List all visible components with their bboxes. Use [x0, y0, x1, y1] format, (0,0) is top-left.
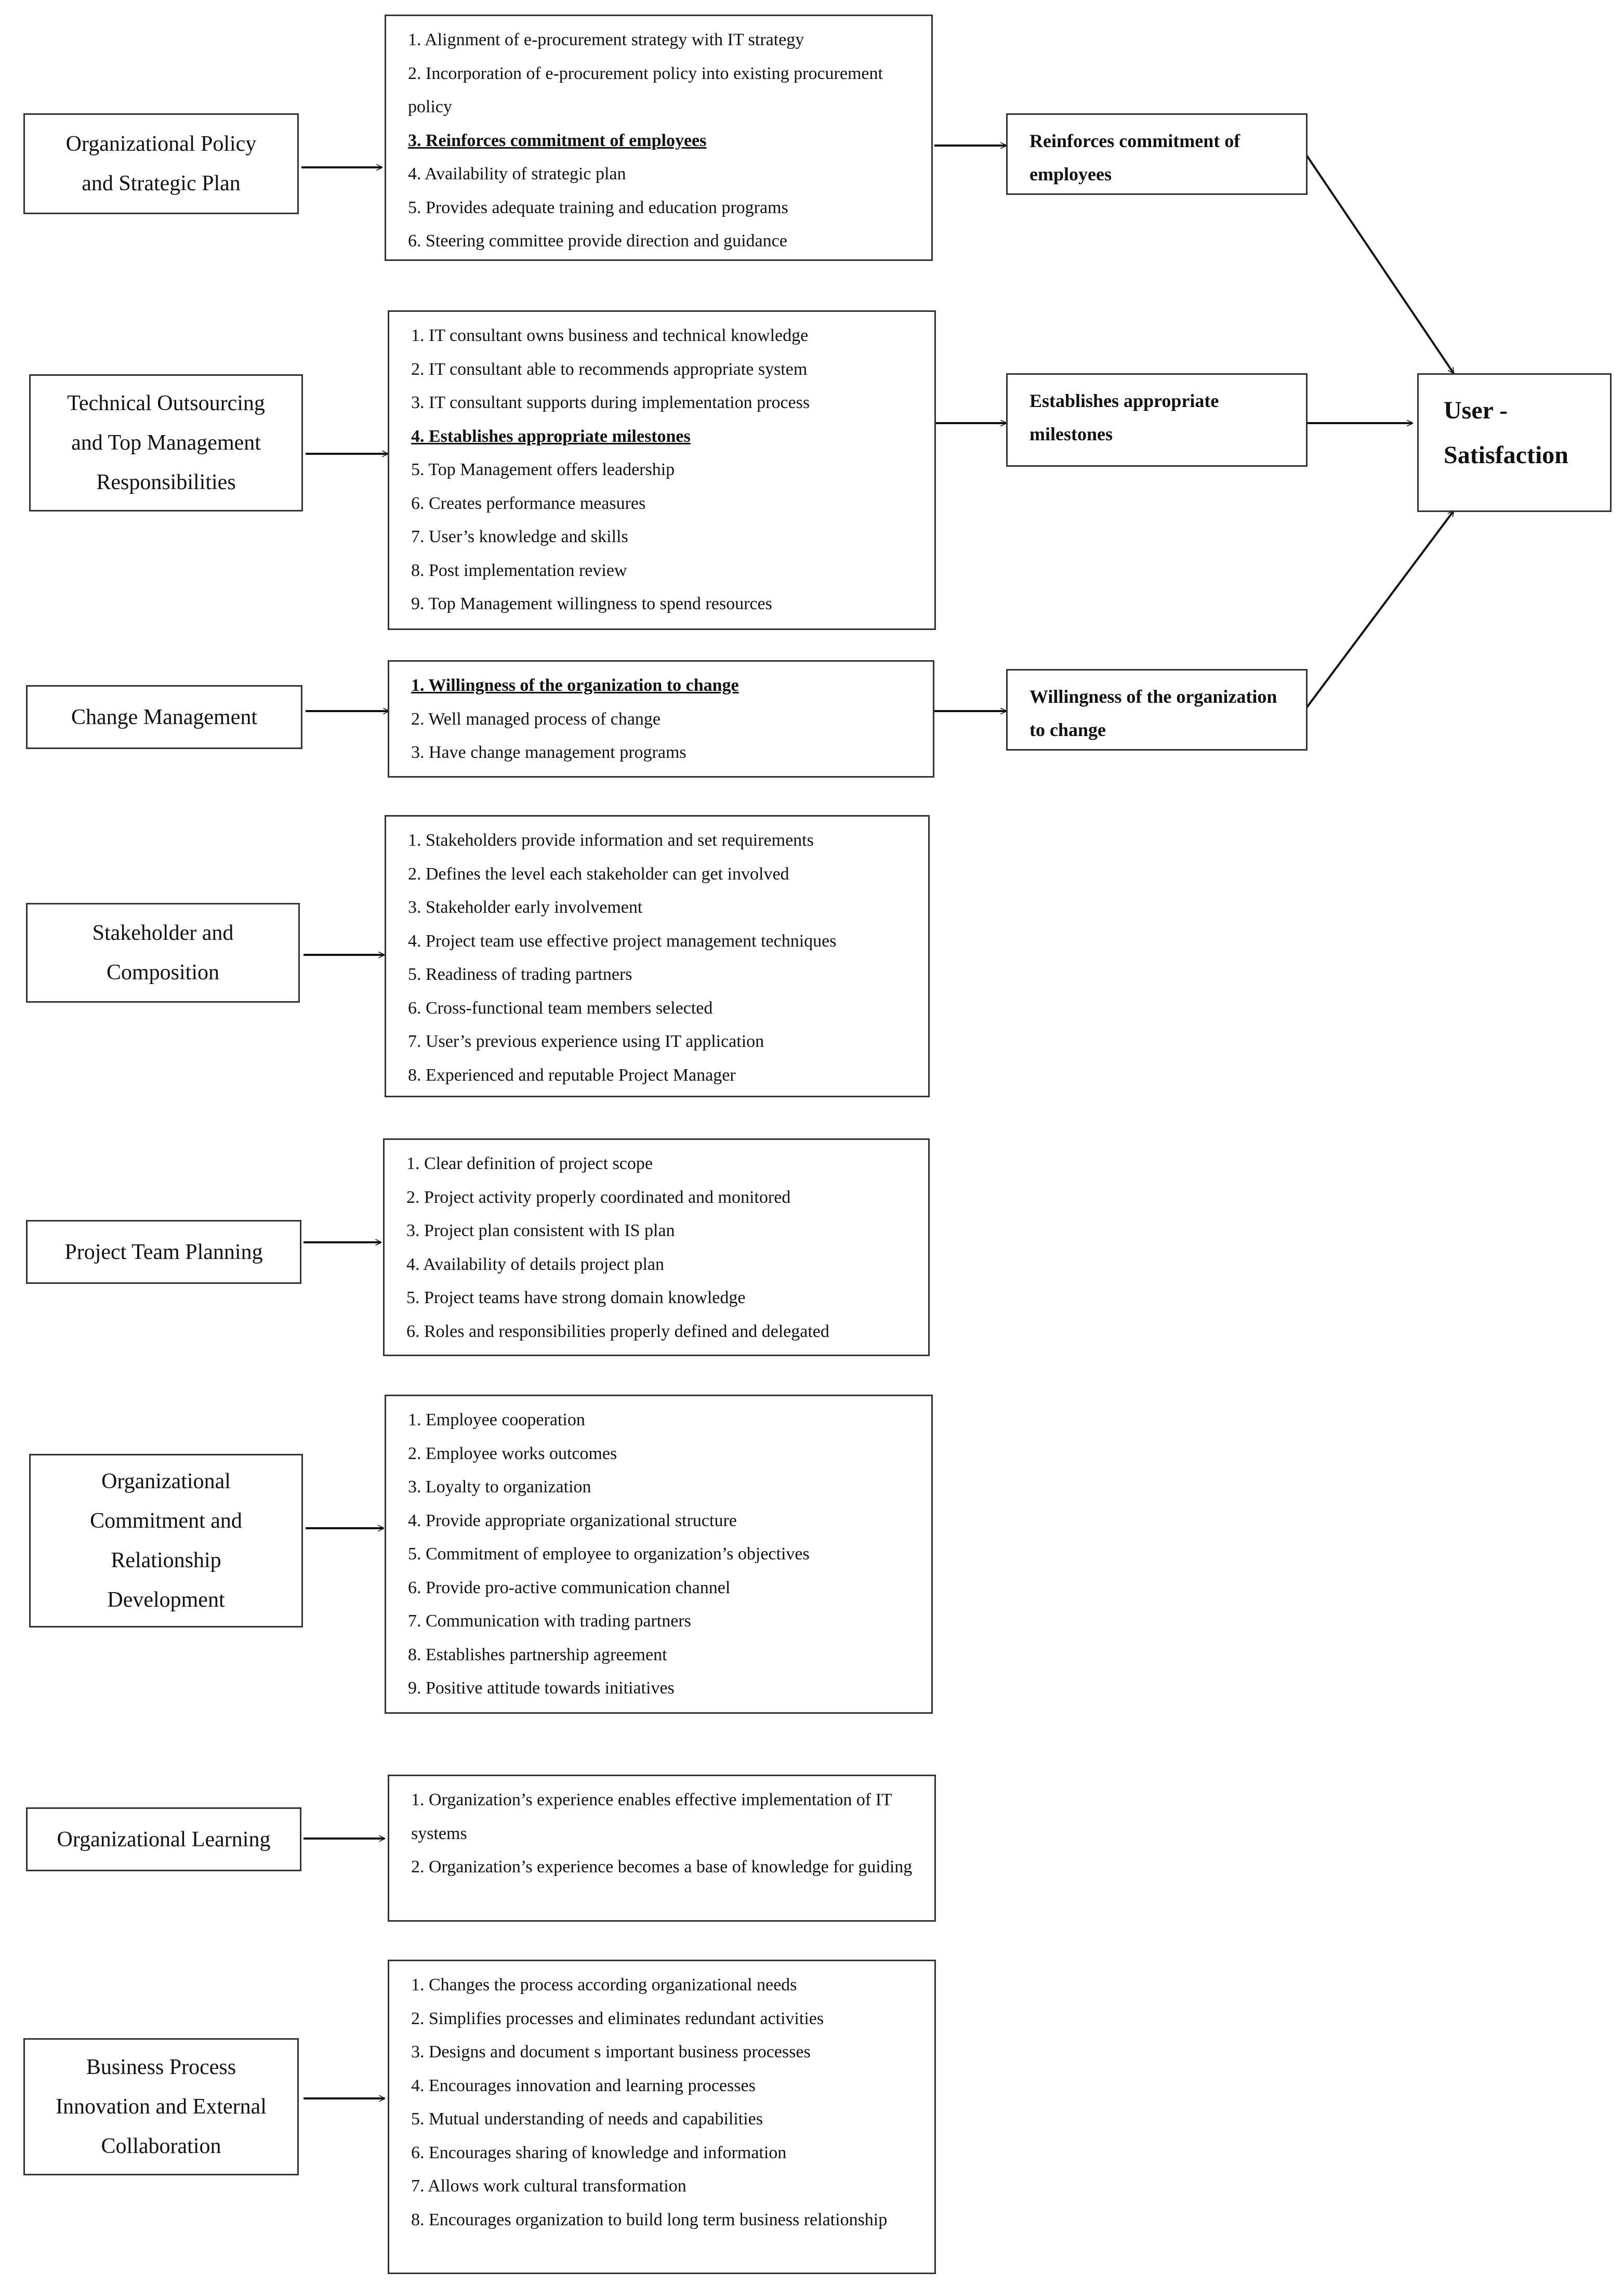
- criteria-item: 4. Provide appropriate organizational st…: [408, 1511, 737, 1530]
- criteria-item: 8. Encourages organization to build long…: [411, 2210, 888, 2229]
- criteria-item: 2. Project activity properly coordinated…: [406, 1187, 791, 1207]
- outcome-reinforces-commitment: Reinforces commitment of employees: [1006, 113, 1308, 195]
- criteria-item: 6. Provide pro-active communication chan…: [408, 1578, 731, 1597]
- factor-business-process: Business Process Innovation and External…: [23, 2038, 299, 2175]
- criteria-item: 4. Encourages innovation and learning pr…: [411, 2076, 756, 2095]
- criteria-item: 6. Creates performance measures: [411, 493, 646, 513]
- criteria-item: 2. Organization’s experience becomes a b…: [411, 1857, 913, 1876]
- criteria-item: 1. Clear definition of project scope: [406, 1154, 653, 1173]
- criteria-item: 7. Allows work cultural transformation: [411, 2176, 686, 2196]
- factor-org-commitment: Organizational Commitment and Relationsh…: [29, 1454, 303, 1627]
- factor-label: Organizational Learning: [57, 1827, 271, 1852]
- criteria-item: 2. Well managed process of change: [411, 709, 661, 729]
- factor-label: Technical Outsourcing and Top Management…: [67, 391, 265, 494]
- criteria-item: 5. Provides adequate training and educat…: [408, 198, 788, 217]
- criteria-item: 6. Roles and responsibilities properly d…: [406, 1321, 829, 1341]
- criteria-item: 6. Encourages sharing of knowledge and i…: [411, 2143, 787, 2162]
- criteria-item: 3. Stakeholder early involvement: [408, 898, 643, 917]
- criteria-item: 2. IT consultant able to recommends appr…: [411, 359, 808, 379]
- criteria-item: 5. Top Management offers leadership: [411, 460, 675, 479]
- criteria-item: 5. Commitment of employee to organizatio…: [408, 1544, 810, 1564]
- criteria-item: 8. Experienced and reputable Project Man…: [408, 1065, 736, 1085]
- criteria-item: 4. Availability of strategic plan: [408, 164, 626, 183]
- factor-label: Organizational Commitment and Relationsh…: [90, 1469, 242, 1612]
- criteria-item: 9. Top Management willingness to spend r…: [411, 594, 772, 613]
- criteria-item: 4. Availability of details project plan: [406, 1254, 665, 1274]
- criteria-item: 1. Alignment of e-procurement strategy w…: [408, 30, 804, 49]
- criteria-item: 2. Defines the level each stakeholder ca…: [408, 864, 789, 884]
- criteria-list-project-team-planning: 1. Clear definition of project scope 2. …: [383, 1138, 930, 1356]
- criteria-item: 2. Simplifies processes and eliminates r…: [411, 2009, 824, 2028]
- criteria-item-highlighted: 3. Reinforces commitment of employees: [408, 130, 707, 150]
- outcome-label: Establishes appropriate milestones: [1029, 390, 1219, 444]
- factor-label: Stakeholder and Composition: [92, 921, 234, 985]
- criteria-item: 1. Stakeholders provide information and …: [408, 831, 814, 850]
- criteria-item-highlighted: 4. Establishes appropriate milestones: [411, 426, 691, 446]
- criteria-item: 8. Establishes partnership agreement: [408, 1645, 667, 1664]
- arrow-outcome-3-to-final: [1305, 511, 1454, 710]
- criteria-item: 3. Loyalty to organization: [408, 1477, 591, 1497]
- criteria-item: 1. IT consultant owns business and techn…: [411, 326, 809, 345]
- criteria-item: 7. Communication with trading partners: [408, 1611, 691, 1631]
- criteria-list-stakeholder: 1. Stakeholders provide information and …: [385, 815, 930, 1097]
- factor-org-policy: Organizational Policy and Strategic Plan: [23, 113, 299, 214]
- factor-stakeholder: Stakeholder and Composition: [26, 903, 300, 1003]
- factor-label: Change Management: [71, 705, 258, 729]
- outcome-label: Willingness of the organization to chang…: [1029, 686, 1277, 740]
- factor-org-learning: Organizational Learning: [26, 1807, 301, 1871]
- factor-label: Business Process Innovation and External…: [56, 2055, 267, 2158]
- criteria-item: 3. Project plan consistent with IS plan: [406, 1221, 675, 1240]
- criteria-item: 5. Project teams have strong domain know…: [406, 1288, 746, 1307]
- criteria-item: 5. Readiness of trading partners: [408, 965, 632, 984]
- outcome-willingness-to-change: Willingness of the organization to chang…: [1006, 669, 1308, 751]
- factor-change-management: Change Management: [26, 685, 302, 749]
- criteria-item: 1. Changes the process according organiz…: [411, 1975, 797, 1994]
- criteria-item: 3. Have change management programs: [411, 743, 686, 762]
- arrow-outcome-1-to-final: [1305, 153, 1455, 373]
- final-outcome-label: User - Satisfaction: [1444, 397, 1568, 469]
- criteria-item: 7. User’s knowledge and skills: [411, 527, 628, 546]
- criteria-item-highlighted: 1. Willingness of the organization to ch…: [411, 676, 739, 695]
- criteria-item: 6. Steering committee provide direction …: [408, 231, 787, 251]
- criteria-item: 1. Organization’s experience enables eff…: [411, 1790, 892, 1843]
- outcome-establishes-milestones: Establishes appropriate milestones: [1006, 373, 1308, 467]
- criteria-item: 6. Cross-functional team members selecte…: [408, 998, 713, 1018]
- criteria-item: 3. IT consultant supports during impleme…: [411, 393, 810, 412]
- outcome-label: Reinforces commitment of employees: [1029, 130, 1240, 185]
- criteria-item: 5. Mutual understanding of needs and cap…: [411, 2109, 763, 2129]
- factor-project-team-planning: Project Team Planning: [26, 1220, 301, 1284]
- factor-label: Project Team Planning: [64, 1240, 263, 1264]
- criteria-item: 8. Post implementation review: [411, 560, 627, 580]
- criteria-item: 2. Employee works outcomes: [408, 1443, 617, 1463]
- criteria-item: 9. Positive attitude towards initiatives: [408, 1678, 675, 1698]
- final-outcome-user-satisfaction: User - Satisfaction: [1417, 373, 1612, 512]
- criteria-list-org-commitment: 1. Employee cooperation 2. Employee work…: [385, 1395, 933, 1714]
- criteria-item: 4. Project team use effective project ma…: [408, 931, 837, 951]
- criteria-list-change-management: 1. Willingness of the organization to ch…: [388, 660, 934, 778]
- criteria-list-business-process: 1. Changes the process according organiz…: [388, 1960, 936, 2274]
- criteria-list-org-policy: 1. Alignment of e-procurement strategy w…: [385, 15, 933, 261]
- criteria-item: 7. User’s previous experience using IT a…: [408, 1032, 764, 1051]
- criteria-item: 3. Designs and document s important busi…: [411, 2042, 811, 2062]
- criteria-item: 1. Employee cooperation: [408, 1410, 585, 1429]
- criteria-list-org-learning: 1. Organization’s experience enables eff…: [388, 1775, 936, 1922]
- criteria-list-technical-outsourcing: 1. IT consultant owns business and techn…: [388, 310, 936, 630]
- factor-technical-outsourcing: Technical Outsourcing and Top Management…: [29, 374, 303, 511]
- criteria-item: 2. Incorporation of e-procurement policy…: [408, 63, 883, 117]
- factor-label: Organizational Policy and Strategic Plan: [65, 132, 257, 195]
